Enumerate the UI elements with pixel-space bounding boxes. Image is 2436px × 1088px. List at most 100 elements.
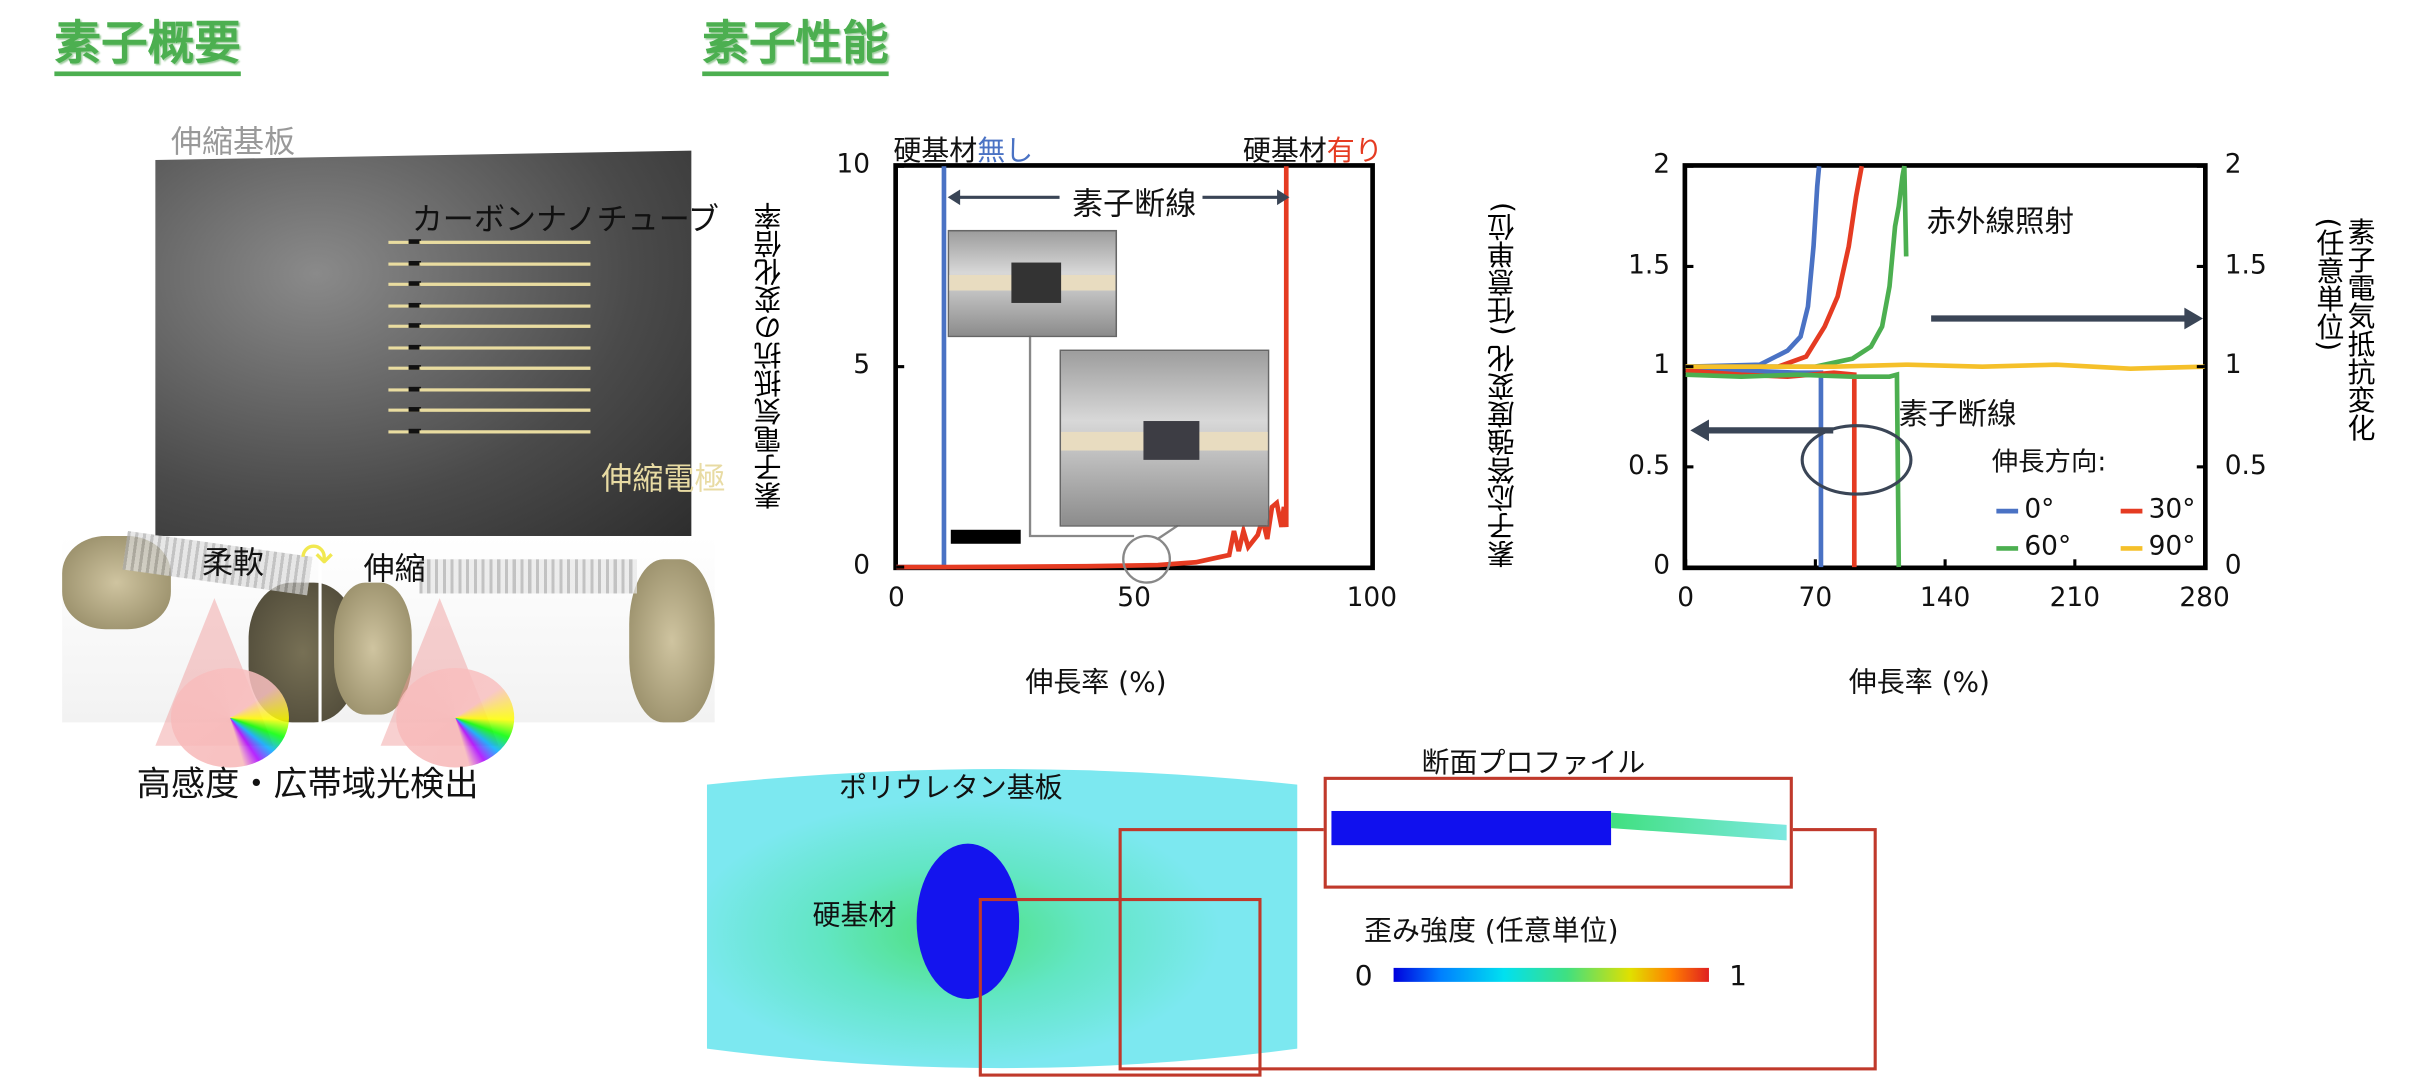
electrode-wire — [419, 366, 591, 370]
flexible-label: 柔軟 — [201, 543, 265, 582]
y-tick-label-right: 0.5 — [2224, 449, 2267, 481]
y-tick-label: 0 — [853, 549, 871, 582]
cnt-channel — [408, 386, 422, 391]
cnt-patch — [1143, 421, 1200, 460]
polyurethane-label: ポリウレタン基板 — [838, 772, 1063, 805]
y-tick-label-right: 1.5 — [2224, 249, 2267, 281]
overview-caption: 高感度・広帯域光検出 — [136, 765, 479, 805]
series-line-with-rigid — [896, 166, 1289, 570]
substrate-label: 伸縮基板 — [170, 122, 296, 161]
x-tick-label: 0 — [1677, 582, 1695, 614]
legend-title: 伸長方向: — [1991, 447, 2107, 479]
y-tick-label-left: 0.5 — [1628, 449, 1671, 481]
cnt-channel — [408, 407, 422, 412]
x-tick-label: 280 — [2179, 582, 2230, 614]
annotation-with-rigid: 硬基材有り — [1242, 135, 1383, 168]
legend-label: 0° — [2024, 494, 2055, 526]
x-tick-label: 210 — [2049, 582, 2101, 614]
electrode-wire — [419, 240, 591, 244]
x-tick-label: 50 — [1117, 582, 1151, 614]
electrode-label-text: 伸縮電極 — [601, 459, 726, 498]
arrow-head-icon — [947, 189, 961, 206]
response-line-0 — [1685, 366, 1824, 568]
x-tick-label: 100 — [1346, 582, 1398, 614]
cnt-channel — [408, 365, 422, 370]
light-disk-right — [396, 668, 515, 768]
chart1-plot-area — [893, 163, 1375, 571]
right-hand — [629, 559, 715, 723]
inset-photo-without-rigid — [947, 229, 1118, 338]
performance-title: 素子性能 — [702, 18, 889, 77]
cnt-channel — [408, 428, 422, 433]
x-tick-label: 140 — [1919, 582, 1971, 614]
resistance-line-2 — [1685, 165, 1909, 369]
legend-label: 30° — [2148, 494, 2196, 526]
profile-rigid — [1331, 810, 1612, 846]
chart2-xlabel: 伸長率 (%) — [1848, 666, 1990, 700]
y-tick-label-left: 2 — [1653, 149, 1671, 181]
overview-title: 素子概要 — [54, 18, 241, 77]
scale-bar — [950, 529, 1021, 544]
stretched-film — [419, 559, 637, 594]
arrow-head-icon — [1690, 419, 1709, 442]
electrode-wire — [419, 324, 591, 328]
response-line-1 — [1685, 368, 1857, 568]
zoom-circle — [1122, 534, 1172, 584]
chart2-title: 赤外線照射 — [1926, 205, 2075, 240]
stretch-label: 伸縮 — [363, 549, 426, 588]
curved-arrow-icon: ↷ — [299, 535, 334, 583]
profile-box — [1323, 776, 1793, 889]
colorbar — [1393, 967, 1709, 982]
annotation-break: 素子断線 — [1065, 178, 1203, 224]
rigid-label: 硬基材 — [812, 899, 897, 933]
chart2-ylabel-right: 素子電気抵抗変化 (任意単位) — [2311, 217, 2376, 442]
cnt-channel — [408, 344, 422, 349]
response-line-2 — [1685, 371, 1902, 568]
arrow-head-icon — [1277, 189, 1290, 206]
electrode-wire — [419, 282, 591, 286]
cnt-channel — [408, 281, 422, 286]
y-tick-label-left: 0 — [1653, 549, 1671, 582]
divider — [318, 535, 322, 723]
inset-photo-with-rigid — [1059, 349, 1270, 527]
cnt-channel — [408, 260, 422, 265]
callout-line — [1028, 334, 1135, 538]
electrode-wire — [419, 261, 591, 265]
legend-label: 60° — [2024, 531, 2072, 563]
colorbar-max: 1 — [1729, 960, 1747, 993]
resistance-line-1 — [1685, 165, 1865, 369]
x-tick-label: 70 — [1798, 582, 1833, 614]
cnt-channel — [408, 323, 422, 328]
chart2-break-label: 素子断線 — [1898, 397, 2017, 432]
electrode-wire — [419, 345, 591, 349]
cnt-channel — [408, 302, 422, 307]
chart1-xlabel: 伸長率 (%) — [1025, 666, 1167, 700]
colorbar-title: 歪み強度 (任意単位) — [1364, 915, 1619, 948]
colorbar-min: 0 — [1354, 960, 1373, 993]
light-disk-left — [170, 668, 289, 768]
y-tick-label-right: 0 — [2224, 549, 2242, 582]
y-tick-label-right: 2 — [2224, 149, 2242, 181]
x-tick-label: 0 — [888, 582, 905, 614]
y-tick-label: 10 — [836, 149, 871, 181]
resistance-line-0 — [1685, 166, 1822, 369]
legend-label: 90° — [2148, 531, 2196, 563]
fem-substrate — [706, 769, 1298, 1069]
electrode-wire — [419, 408, 591, 412]
y-tick-label-left: 1 — [1653, 349, 1671, 381]
y-tick-label: 5 — [853, 349, 871, 381]
arrow-head-icon — [2184, 307, 2204, 330]
electrode-wire — [419, 429, 591, 433]
electrode-wire — [419, 303, 591, 307]
cnt-patch — [1011, 262, 1062, 303]
resistance-line-3 — [1685, 362, 2205, 371]
right-fingers — [334, 582, 412, 715]
y-tick-label-right: 1 — [2224, 349, 2242, 381]
break-ellipse — [1800, 424, 1913, 496]
hands-photo — [62, 530, 715, 723]
annotation-without-rigid: 硬基材無し — [893, 135, 1034, 168]
chart2-plot-area — [1682, 163, 2208, 571]
